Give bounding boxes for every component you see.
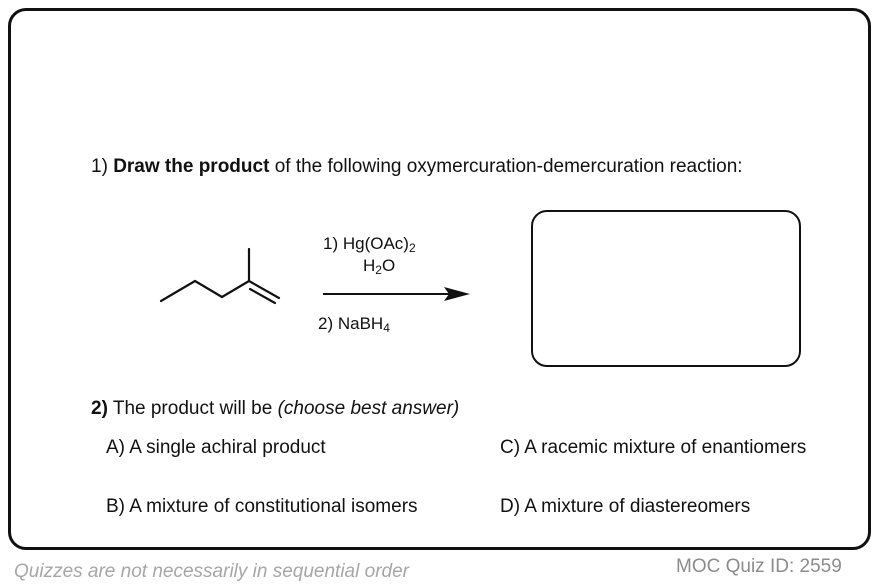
product-answer-box[interactable]: [531, 210, 801, 367]
question-1-bold: Draw the product: [113, 156, 270, 177]
question-1: 1) Draw the product of the following oxy…: [91, 156, 743, 178]
reagent-step-2: 2) NaBH4: [318, 314, 390, 335]
choice-b[interactable]: B) A mixture of constitutional isomers: [106, 496, 418, 517]
bond-double-outer: [247, 279, 281, 300]
bond-c1-c2: [159, 279, 197, 303]
bond-c3-c4: [220, 279, 251, 299]
question-2-number: 2): [91, 398, 108, 419]
choice-a[interactable]: A) A single achiral product: [106, 437, 326, 458]
bond-double-inner: [248, 287, 277, 305]
question-2-text: The product will be: [112, 398, 273, 419]
alkene-structure: [159, 247, 281, 305]
footer-note: Quizzes are not necessarily in sequentia…: [14, 561, 409, 582]
quiz-id: MOC Quiz ID: 2559: [676, 556, 842, 577]
reagent-step-1: 1) Hg(OAc)2: [323, 234, 416, 255]
bond-c2-c3: [193, 279, 224, 299]
question-1-text: of the following oxymercuration-demercur…: [274, 156, 743, 177]
reagent-water: H2O: [363, 256, 396, 277]
choice-d[interactable]: D) A mixture of diastereomers: [500, 496, 751, 517]
question-2: 2) The product will be (choose best answ…: [91, 398, 459, 420]
question-1-number: 1): [91, 156, 108, 177]
choice-c[interactable]: C) A racemic mixture of enantiomers: [500, 437, 807, 458]
reaction-arrow: [323, 287, 470, 301]
question-2-hint: (choose best answer): [277, 398, 460, 419]
